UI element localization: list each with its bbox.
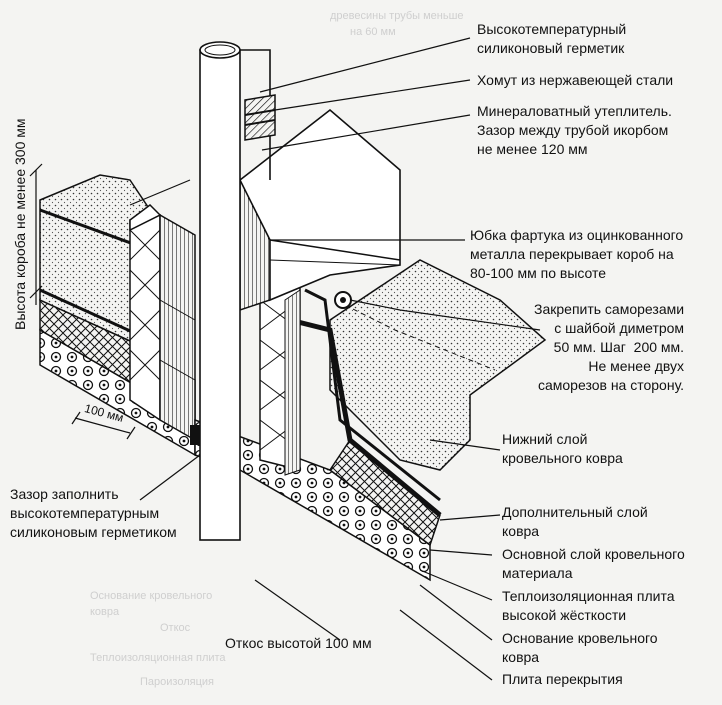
box-wall-left-side	[159, 213, 196, 442]
label-slope: Откос высотой 100 мм	[225, 635, 372, 651]
ghost-text: ковра	[90, 606, 120, 618]
apron-skirt	[238, 108, 401, 302]
ghost-text: на 60 мм	[350, 26, 396, 38]
label-gap-fill: Зазор заполнить высокотемпературным сили…	[10, 486, 177, 540]
label-slab: Плита перекрытия	[502, 671, 623, 687]
label-sealant-top: Высокотемпературный силиконовый герметик	[477, 21, 627, 56]
steel-clamp	[244, 94, 276, 141]
label-bottom-layer: Нижний слой кровельного ковра	[502, 431, 623, 466]
label-extra-layer: Дополнительный слой ковра	[502, 504, 648, 539]
label-screws: Закрепить саморезами с шайбой диметром 5…	[534, 301, 685, 393]
label-insulation: Минераловатный утеплитель. Зазор между т…	[477, 103, 672, 157]
chimney-pipe	[199, 49, 241, 541]
box-wall-left	[129, 214, 161, 422]
ghost-text: Откос	[160, 622, 191, 634]
label-clamp: Хомут из нержавеющей стали	[477, 72, 674, 88]
label-skirt: Юбка фартука из оцинкованного металла пе…	[470, 227, 684, 281]
membrane-right	[329, 259, 547, 471]
ghost-text: Основание кровельного	[90, 590, 213, 602]
label-insulation-board: Теплоизоляционная плита высокой жёсткост…	[502, 588, 675, 623]
label-roof-base: Основание кровельного ковра	[502, 630, 658, 665]
ghost-text: Пароизоляция	[140, 676, 214, 688]
ghost-text: Теплоизоляционная плита	[90, 652, 226, 664]
label-main-layer: Основной слой кровельного материала	[502, 546, 685, 581]
label-box-height: Высота короба не менее 300 мм	[12, 118, 28, 331]
ghost-text: древесины трубы меньше	[330, 10, 464, 22]
